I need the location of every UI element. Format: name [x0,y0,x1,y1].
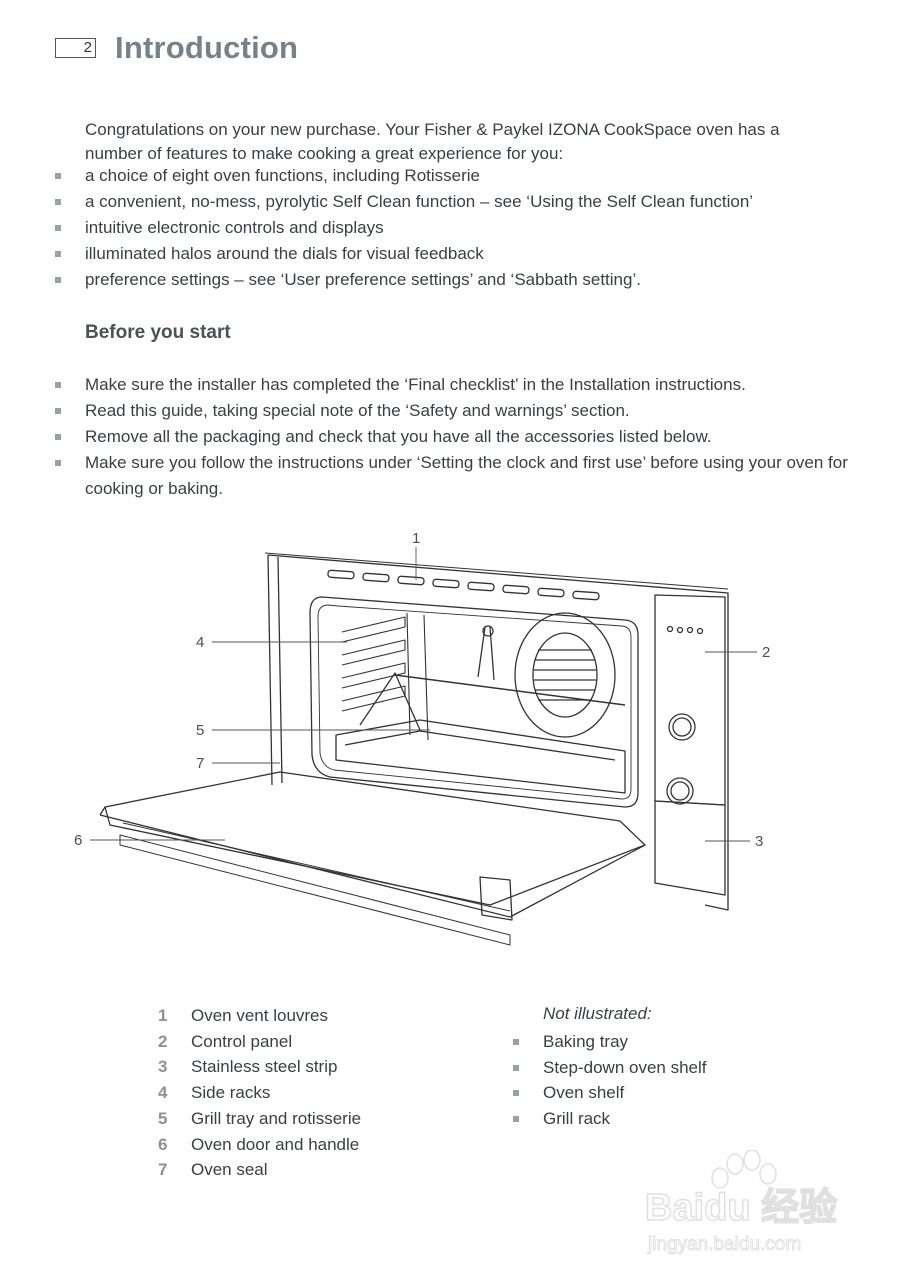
bullet-icon [55,434,61,440]
list-item: Make sure you follow the instructions un… [0,450,860,502]
convection-fan [514,612,616,738]
grill-tray [335,719,626,794]
bullet-icon [55,199,61,205]
before-start-list: Make sure the installer has completed th… [0,372,860,502]
list-item: Make sure the installer has completed th… [0,372,860,398]
watermark-url: jingyan.baidu.com [647,1234,801,1255]
bullet-icon [55,382,61,388]
list-item: Read this guide, taking special note of … [0,398,860,424]
list-item: Grill rack [458,1106,707,1132]
callout-7: 7 [196,755,204,772]
callout-6: 6 [74,832,82,849]
bullet-icon [55,277,61,283]
paw-icon [711,1150,777,1189]
bullet-icon [55,173,61,179]
oven-cavity [309,596,639,808]
baidu-watermark: Baidu 经验 jingyan.baidu.com [644,1150,838,1256]
bullet-icon [55,460,61,466]
callout-5: 5 [196,722,204,739]
list-item: preference settings – see ‘User preferen… [0,267,860,293]
feature-list: a choice of eight oven functions, includ… [0,163,860,293]
bullet-icon [513,1064,519,1071]
page-number: 2 [55,38,96,58]
side-racks [341,612,429,741]
not-illustrated-heading: Not illustrated: [543,1004,652,1023]
vent-louvres [327,569,600,601]
callout-1: 1 [412,530,420,547]
list-item: Step-down oven shelf [458,1055,707,1081]
list-item: a choice of eight oven functions, includ… [0,163,860,189]
bullet-icon [513,1116,519,1123]
accessories-list: Baking tray Step-down oven shelf Oven sh… [458,1029,707,1132]
list-item: intuitive electronic controls and displa… [0,215,860,241]
oven-diagram: 1 2 3 4 5 6 7 [74,530,770,946]
bullet-icon [55,408,61,414]
callout-4: 4 [196,634,204,651]
list-item: illuminated halos around the dials for v… [0,241,860,267]
intro-paragraph: Congratulations on your new purchase. Yo… [85,120,780,163]
callout-2: 2 [762,644,770,661]
watermark-brand: Baidu 经验 [645,1187,837,1229]
bullet-icon [55,251,61,257]
page-title: Introduction [115,30,299,65]
list-item: Baking tray [458,1029,707,1055]
rotisserie-spit [394,674,626,706]
bullet-icon [513,1090,519,1097]
bullet-icon [55,225,61,231]
control-panel-drawing [654,594,726,896]
bullet-icon [513,1039,519,1045]
oven-frame [267,554,729,911]
callout-3: 3 [755,833,763,850]
section-heading: Before you start [85,322,231,343]
list-item: Remove all the packaging and check that … [0,424,860,450]
list-item: a convenient, no-mess, pyrolytic Self Cl… [0,189,860,215]
oven-door [104,771,646,906]
list-item: Oven shelf [458,1080,707,1106]
